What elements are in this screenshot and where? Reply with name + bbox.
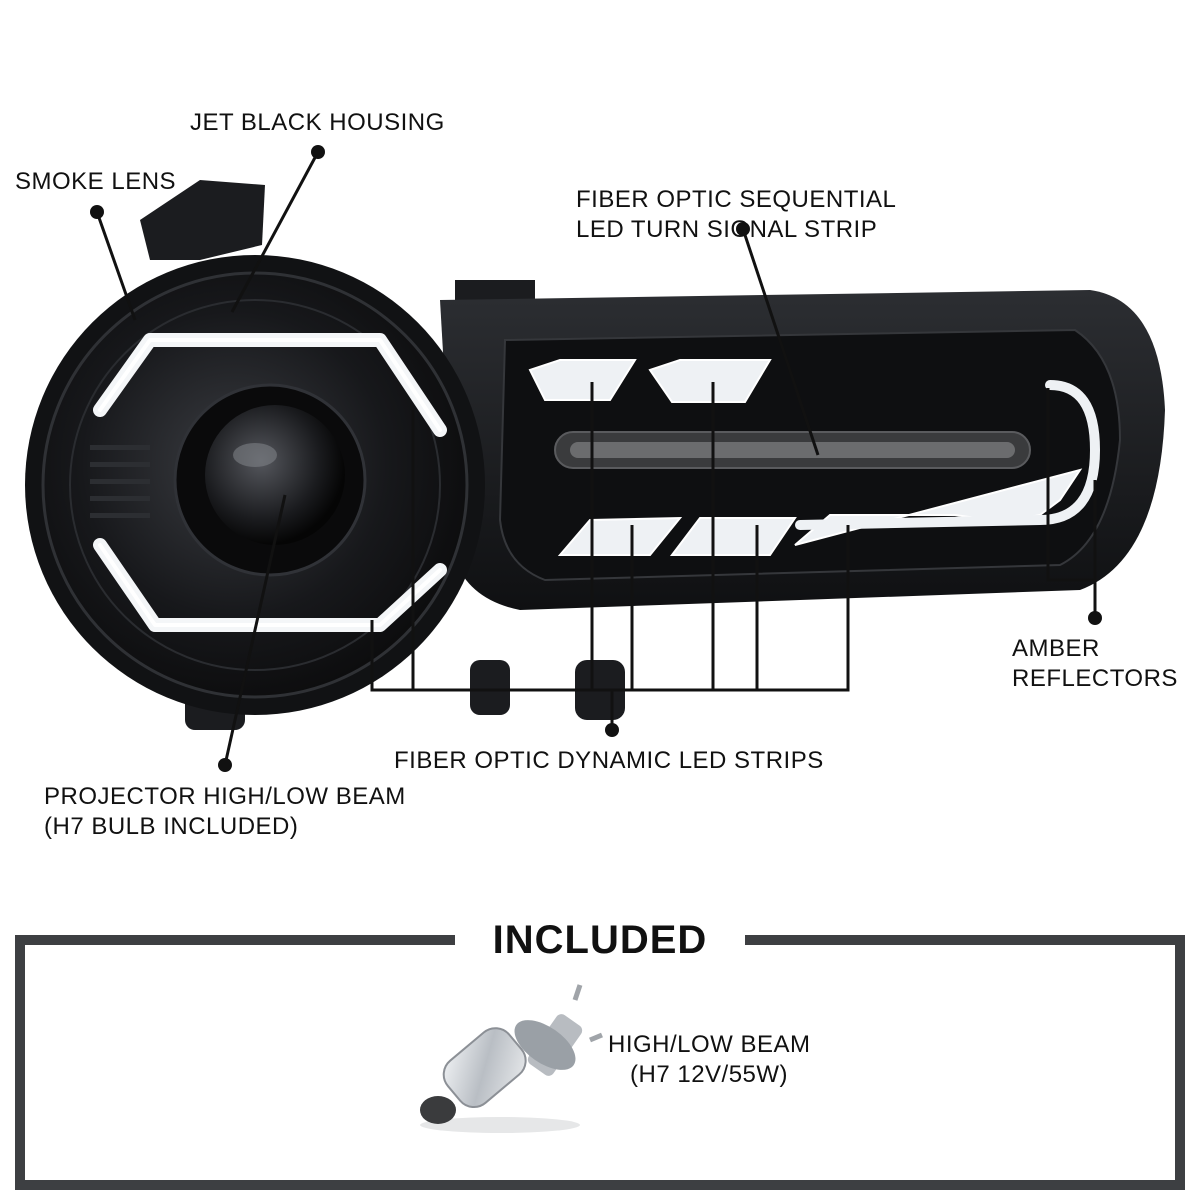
h7-bulb-image: [420, 984, 603, 1133]
projector-label-line1: PROJECTOR HIGH/LOW BEAM: [44, 783, 406, 810]
included-item-label-line1: HIGH/LOW BEAM: [608, 1031, 811, 1058]
included-frame-top-right: [745, 935, 1185, 945]
sequential-turn-strip: [554, 431, 1031, 469]
included-frame-top-left: [15, 935, 455, 945]
round-led-strips: [93, 333, 447, 632]
jet-black-housing-label: JET BLACK HOUSING: [190, 109, 445, 136]
u-shaped-led: [795, 380, 1101, 530]
included-item-label-line2: (H7 12V/55W): [630, 1061, 789, 1088]
projector-label-line2: (H7 BULB INCLUDED): [44, 813, 299, 840]
round-housing: [25, 255, 485, 715]
amber-reflectors-label-line1: AMBER: [1012, 635, 1100, 662]
included-frame-right: [1175, 935, 1185, 1190]
amber-reflectors-label-line2: REFLECTORS: [1012, 665, 1178, 692]
callout-lines: [90, 145, 1102, 772]
included-title: INCLUDED: [492, 918, 708, 962]
fiber-optic-sequential-label-line1: FIBER OPTIC SEQUENTIAL: [576, 186, 897, 213]
fiber-optic-dynamic-label: FIBER OPTIC DYNAMIC LED STRIPS: [394, 747, 824, 774]
included-frame-left: [15, 935, 25, 1190]
included-frame-bottom: [15, 1180, 1185, 1190]
fiber-optic-sequential-label-line2: LED TURN SIGNAL STRIP: [576, 216, 878, 243]
smoke-lens-label: SMOKE LENS: [15, 168, 177, 195]
